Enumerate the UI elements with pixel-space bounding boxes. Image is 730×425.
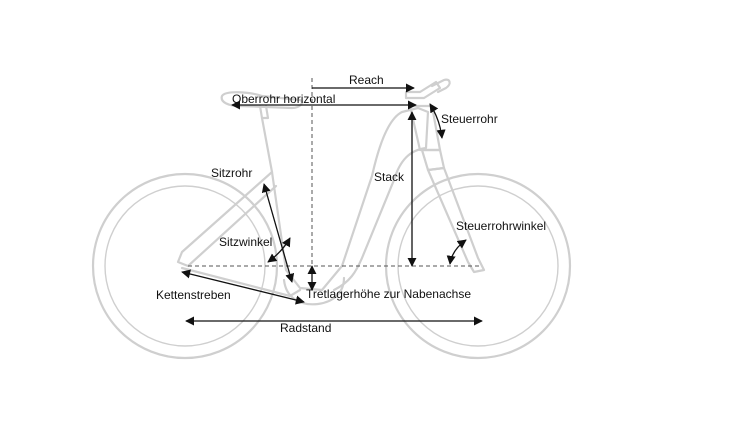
seat-stays <box>176 170 278 268</box>
stack-label: Stack <box>374 170 405 184</box>
top-tube-label: Oberrohr horizontal <box>232 92 335 106</box>
seat-angle-arc <box>267 237 291 263</box>
main-frame <box>260 106 430 292</box>
rear-wheel <box>91 172 279 360</box>
bb-drop-label: Tretlagerhöhe zur Nabenachse <box>306 287 471 301</box>
head-tube-label: Steuerrohr <box>441 112 498 126</box>
wheelbase-label: Radstand <box>280 321 331 335</box>
seat-tube-angle-label: Sitzwinkel <box>219 235 272 249</box>
chainstays-arrow <box>181 269 305 305</box>
head-tube-angle-label: Steuerrohrwinkel <box>456 219 546 233</box>
measurement-lines <box>181 83 483 326</box>
seat-tube-label: Sitzrohr <box>211 166 252 180</box>
fork-lower <box>426 166 486 274</box>
fork-upper <box>420 148 446 172</box>
head-tube-arrow <box>429 103 446 139</box>
seat-tube-arrow <box>261 183 295 283</box>
head-tube <box>408 104 442 152</box>
chainstays-label: Kettenstreben <box>156 288 231 302</box>
handlebar <box>430 78 451 94</box>
head-angle-arc <box>446 239 467 265</box>
reach-label: Reach <box>349 73 384 87</box>
seat-post <box>258 104 270 120</box>
labels: Reach Oberrohr horizontal Steuerrohr Sit… <box>156 73 546 335</box>
